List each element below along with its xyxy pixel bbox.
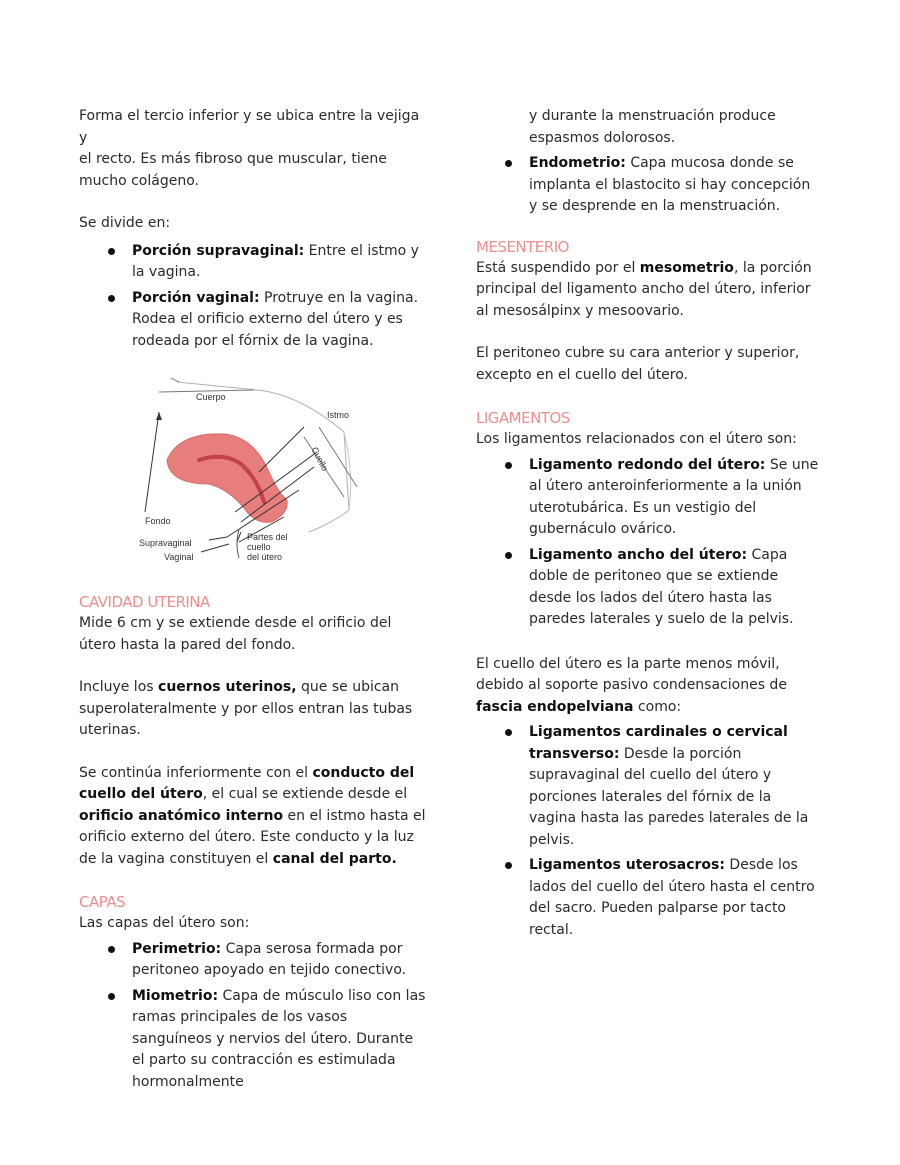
ligamentos-p2: El cuello del útero es la parte menos mó…: [476, 655, 787, 715]
bullet-icon: [505, 862, 512, 869]
capas-list: Perimetrio: Capa serosa formada por peri…: [79, 939, 429, 1094]
bullet-icon: [108, 992, 115, 1000]
bullet-icon: [505, 729, 512, 736]
label-fondo: Fondo: [145, 516, 171, 526]
intro-line-1: Forma el tercio inferior y se ubica entr…: [79, 108, 420, 146]
cavidad-p3: Se continúa inferiormente con el conduct…: [79, 764, 426, 867]
label-cuerpo: Cuerpo: [196, 392, 226, 402]
ligamentos-intro: Los ligamentos relacionados con el útero…: [476, 431, 797, 447]
bullet-icon: [505, 551, 512, 559]
bullet-icon: [108, 247, 115, 255]
label-partes: Partes del: [247, 532, 288, 542]
ligamentos-list: Ligamento redondo del útero: Se une al ú…: [476, 455, 821, 631]
right-column: y durante la menstruación produce espasm…: [476, 106, 821, 943]
label-vaginal: Vaginal: [164, 552, 194, 562]
portion-text: Entre el istmo y la vagina.: [132, 242, 419, 281]
list-item: Ligamentos cardinales o cervical transve…: [476, 722, 821, 851]
cavidad-p2: Incluye los cuernos uterinos, que se ubi…: [79, 679, 413, 738]
intro-line-3: mucho colágeno.: [79, 172, 199, 189]
miometrio-continuation: y durante la menstruación produce espasm…: [529, 108, 776, 146]
left-column: Forma el tercio inferior y se ubica entr…: [79, 106, 429, 1095]
bullet-icon: [505, 461, 512, 469]
list-item: Endometrio: Capa mucosa donde se implant…: [476, 153, 821, 218]
intro-line-2: el recto. Es más fibroso que muscular, t…: [79, 151, 387, 167]
list-item: Ligamento redondo del útero: Se une al ú…: [476, 455, 821, 541]
uterus-diagram-svg: [144, 377, 358, 559]
bullet-icon: [505, 160, 512, 167]
fascia-list: Ligamentos cardinales o cervical transve…: [476, 722, 821, 941]
cavidad-p1: Mide 6 cm y se extiende desde el orifici…: [79, 615, 392, 653]
list-item: Perimetrio: Capa serosa formada por peri…: [79, 939, 429, 982]
list-item: Ligamentos uterosacros: Desde los lados …: [476, 855, 821, 941]
portions-list: Porción supravaginal: Entre el istmo y l…: [79, 241, 429, 353]
heading-cavidad: CAVIDAD UTERINA: [79, 593, 210, 611]
portion-term: Porción supravaginal:: [132, 242, 305, 259]
heading-mesenterio: MESENTERIO: [476, 237, 569, 256]
heading-ligamentos: LIGAMENTOS: [476, 409, 570, 427]
list-item: Porción vaginal: Protruye en la vagina. …: [79, 288, 429, 353]
list-item: Ligamento ancho del útero: Capa doble de…: [476, 545, 821, 631]
label-istmo: Istmo: [327, 410, 350, 420]
capas-intro: Las capas del útero son:: [79, 915, 250, 931]
portion-text: Protruye en la vagina. Rodea el orificio…: [132, 289, 419, 349]
bullet-icon: [108, 294, 115, 302]
mesenterio-p1: Está suspendido por el mesometrio, la po…: [476, 259, 812, 319]
portion-term: Porción vaginal:: [132, 289, 260, 306]
list-item: Porción supravaginal: Entre el istmo y l…: [79, 241, 429, 284]
label-del-utero: del útero: [247, 552, 283, 562]
bullet-icon: [108, 945, 115, 953]
heading-capas: CAPAS: [79, 893, 126, 911]
label-cuello2: cuello: [247, 542, 271, 552]
label-supravaginal: Supravaginal: [139, 538, 192, 548]
endometrio-list: Endometrio: Capa mucosa donde se implant…: [476, 153, 821, 218]
list-item: Miometrio: Capa de músculo liso con las …: [79, 986, 429, 1094]
mesenterio-p2: El peritoneo cubre su cara anterior y su…: [476, 345, 800, 383]
divide-label: Se divide en:: [79, 215, 171, 231]
uterus-diagram: Cuerpo Istmo Cuello Fondo Supravaginal V…: [139, 372, 439, 577]
